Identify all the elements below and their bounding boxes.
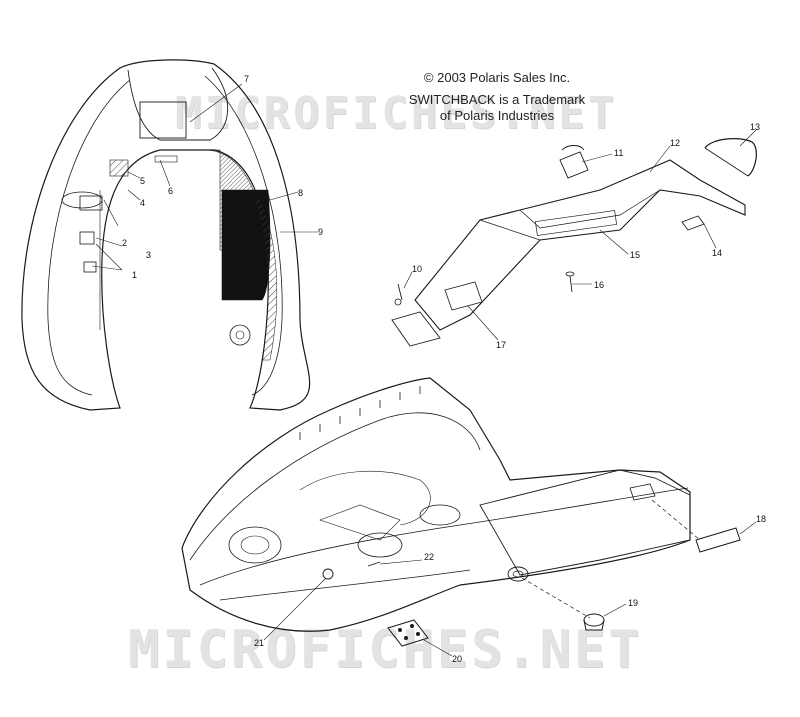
callout-3: 3: [146, 250, 152, 260]
callout-2: 2: [122, 238, 128, 248]
callout-12: 12: [670, 138, 681, 148]
trademark-text-line1: SWITCHBACK is a Trademark: [408, 92, 586, 107]
trademark-text-line2: of Polaris Industries: [439, 108, 555, 123]
callout-17: 17: [496, 340, 507, 350]
watermark-top: MICROFICHES.NET: [175, 88, 618, 139]
callout-10: 10: [412, 264, 423, 274]
flap-assembly: [391, 129, 757, 347]
callout-14: 14: [712, 248, 723, 258]
callout-6: 6: [168, 186, 174, 196]
hood-iso-view: [181, 377, 757, 657]
callout-13: 13: [750, 122, 761, 132]
hood-top-view: [21, 59, 318, 411]
callout-20: 20: [452, 654, 463, 664]
watermark-bottom: MICROFICHES.NET: [128, 620, 643, 680]
callout-15: 15: [630, 250, 641, 260]
callout-11: 11: [614, 148, 624, 158]
callout-1: 1: [132, 270, 138, 280]
callout-18: 18: [756, 514, 767, 524]
callout-8: 8: [298, 188, 304, 198]
callout-5: 5: [140, 176, 146, 186]
callout-7: 7: [244, 74, 250, 84]
callout-16: 16: [594, 280, 605, 290]
callout-9: 9: [318, 227, 324, 237]
copyright-text: © 2003 Polaris Sales Inc.: [423, 70, 571, 85]
callout-21: 21: [254, 638, 265, 648]
callout-22: 22: [424, 552, 435, 562]
callout-4: 4: [140, 198, 146, 208]
callout-19: 19: [628, 598, 639, 608]
